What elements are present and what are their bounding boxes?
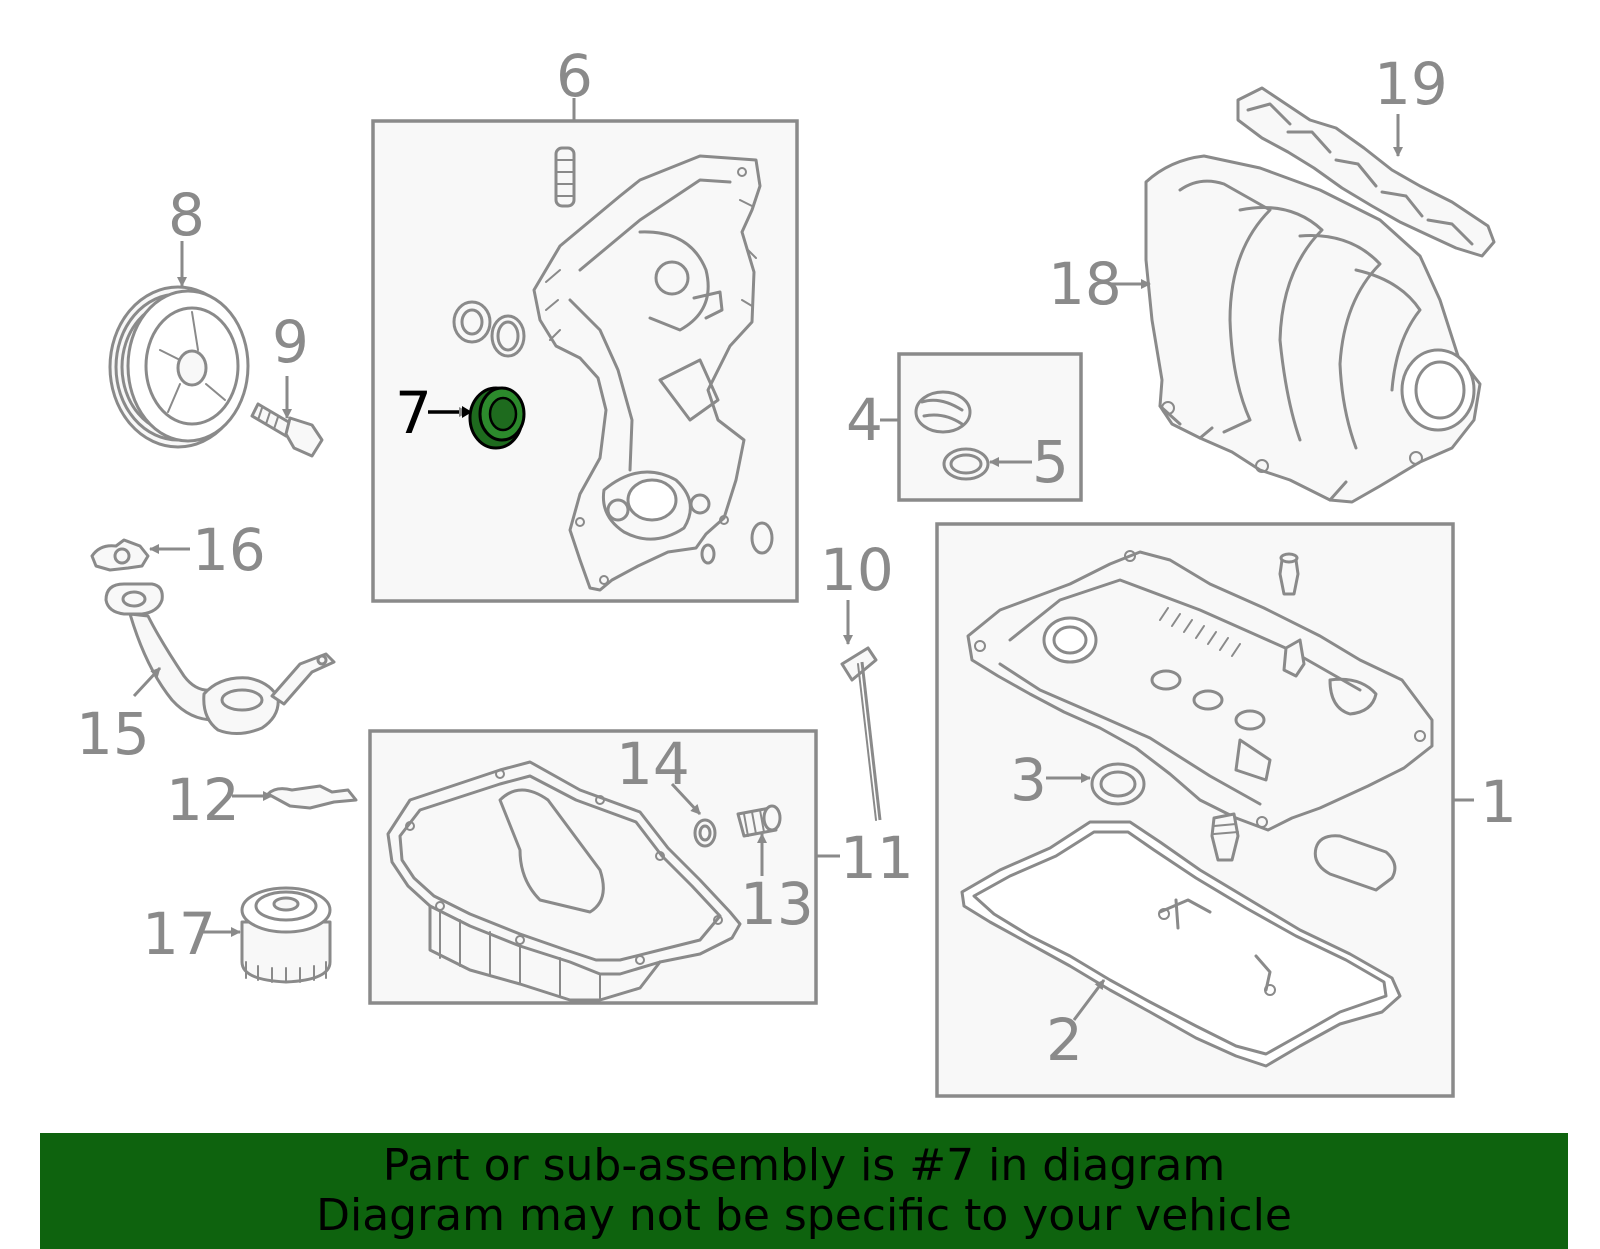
callout-8[interactable]: 8 — [168, 181, 205, 249]
dowel-pin-part[interactable] — [554, 146, 576, 208]
info-banner: Part or sub-assembly is #7 in diagram Di… — [40, 1133, 1568, 1249]
callout-3[interactable]: 3 — [1010, 746, 1047, 814]
callout-6[interactable]: 6 — [556, 42, 593, 110]
valve-cover-gasket-part[interactable] — [960, 820, 1402, 1068]
callout-9[interactable]: 9 — [272, 308, 309, 376]
valve-cover-part[interactable] — [966, 550, 1434, 832]
leader-2 — [1072, 979, 1106, 1021]
callout-16[interactable]: 16 — [192, 516, 266, 584]
callout-2[interactable]: 2 — [1046, 1006, 1083, 1074]
callout-10[interactable]: 10 — [820, 536, 894, 604]
callout-4[interactable]: 4 — [846, 386, 883, 454]
leader-7-arrowhead — [462, 406, 472, 418]
oil-pickup-tube-part[interactable] — [104, 582, 336, 735]
callout-18[interactable]: 18 — [1048, 250, 1122, 318]
oil-pickup-gasket-part[interactable] — [90, 538, 150, 572]
drain-plug-part[interactable] — [736, 804, 782, 838]
crankshaft-pulley-part[interactable] — [108, 285, 250, 449]
valve-cover-seal-part[interactable] — [1090, 762, 1146, 806]
callout-5[interactable]: 5 — [1032, 428, 1069, 496]
timing-cover-plug-part[interactable] — [452, 300, 526, 358]
oil-dipstick-part[interactable] — [840, 646, 882, 821]
oil-control-valve-part[interactable] — [1210, 812, 1240, 862]
leader-15 — [132, 666, 162, 698]
callout-11[interactable]: 11 — [840, 824, 914, 892]
timing-chain-cover-part[interactable] — [532, 154, 762, 592]
callout-19[interactable]: 19 — [1374, 50, 1448, 118]
oil-filler-cap-seal-part[interactable] — [942, 447, 990, 481]
dipstick-guide-bracket-part[interactable] — [266, 784, 358, 810]
banner-line-part-number: Part or sub-assembly is #7 in diagram — [382, 1140, 1226, 1191]
oil-filter-part[interactable] — [240, 886, 332, 984]
callout-12[interactable]: 12 — [166, 766, 240, 834]
intake-manifold-gasket-part[interactable] — [1236, 86, 1496, 258]
banner-line-disclaimer: Diagram may not be specific to your vehi… — [316, 1190, 1292, 1241]
callout-14[interactable]: 14 — [616, 730, 690, 798]
leader-14 — [670, 782, 702, 816]
timing-cover-o-rings-part[interactable] — [700, 521, 774, 565]
callout-17[interactable]: 17 — [142, 900, 216, 968]
vent-fitting-part[interactable] — [1282, 638, 1306, 678]
front-crankshaft-seal-part[interactable] — [468, 386, 526, 450]
oil-filler-cap-part[interactable] — [914, 390, 972, 434]
intake-manifold-part[interactable] — [1144, 154, 1482, 504]
drain-plug-gasket-part[interactable] — [693, 818, 717, 848]
callout-7[interactable]: 7 — [395, 379, 432, 447]
oil-pan-part[interactable] — [386, 760, 742, 1002]
callout-13[interactable]: 13 — [740, 870, 814, 938]
pulley-bolt-part[interactable] — [250, 402, 324, 458]
callout-15[interactable]: 15 — [76, 700, 150, 768]
pcv-valve-part[interactable] — [1278, 552, 1300, 596]
spark-plug-tube-seal-part[interactable] — [1313, 834, 1397, 892]
callout-1[interactable]: 1 — [1480, 768, 1517, 836]
